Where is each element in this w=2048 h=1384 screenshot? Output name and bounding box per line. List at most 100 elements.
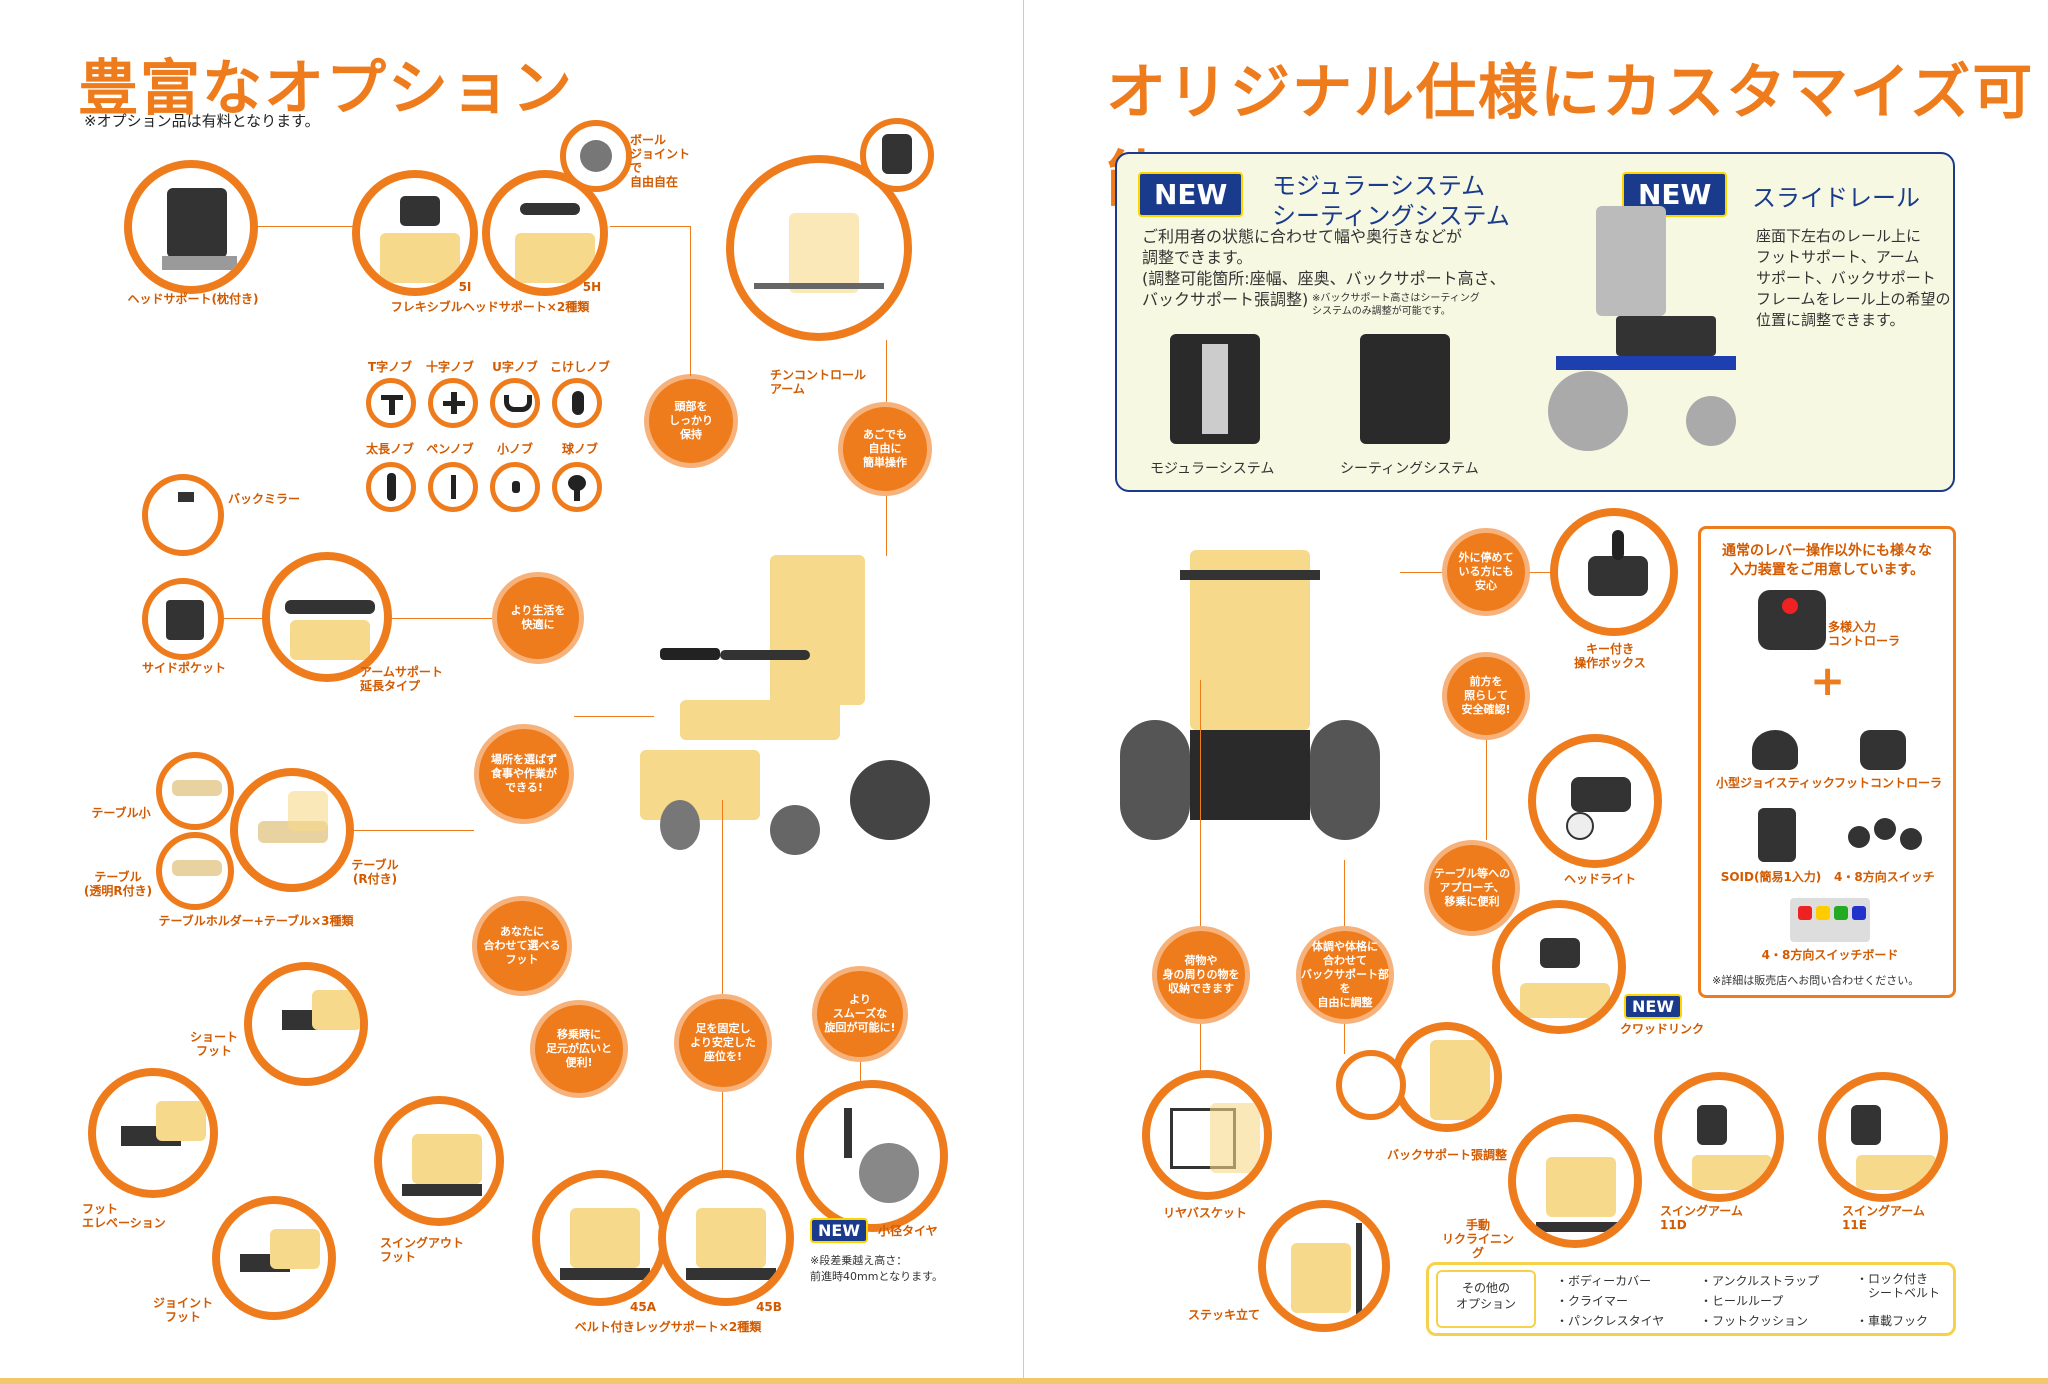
modular-heading-a: モジュラーシステム — [1272, 172, 1486, 200]
main-wheelchair-image — [600, 540, 940, 880]
other-option-item-3: ・パンクレスタイヤ — [1556, 1314, 1665, 1328]
ball-joint-image — [560, 120, 632, 192]
modular-note: ※バックサポート高さはシーティング システムのみ調整が可能です。 — [1312, 293, 1480, 317]
other-option-item-5: ・ヒールループ — [1700, 1294, 1784, 1308]
chin-arm-label: チンコントロール アーム — [770, 368, 867, 396]
bubble-smooth: より スムーズな 旋回が可能に! — [812, 966, 908, 1062]
chin-joystick-image — [860, 118, 934, 192]
modular-desc: ご利用者の状態に合わせて幅や奥行きなどが 調整できます。 (調整可能箇所:座幅、… — [1142, 227, 1506, 309]
rear-basket-image — [1142, 1070, 1272, 1200]
quad-link-image — [1492, 900, 1626, 1034]
knob-label-u: U字ノブ — [492, 360, 538, 374]
foot-elevation-image — [88, 1068, 218, 1198]
other-option-item-1: ・ボディーカバー — [1556, 1274, 1652, 1288]
bubble-chin: あごでも 自由に 簡単操作 — [838, 402, 932, 496]
knob-label-pen: ペンノブ — [426, 442, 474, 456]
option-note: ※オプション品は有料となります。 — [84, 112, 320, 130]
other-option-item-4: ・アンクルストラップ — [1700, 1274, 1820, 1288]
other-options-label-bg — [1436, 1270, 1536, 1328]
bubble-fix: 足を固定し より安定した 座位を! — [674, 994, 772, 1092]
knob-label-long: 太長ノブ — [365, 442, 414, 456]
swing-arm-11d-image — [1654, 1072, 1784, 1202]
multi-controller-image — [1758, 590, 1826, 650]
table-clear-image — [156, 832, 234, 910]
knob-t-icon — [366, 378, 416, 428]
modular-new-badge: NEW — [1138, 172, 1244, 217]
back-tension-strap-image — [1336, 1050, 1406, 1120]
input-detail-note: ※詳細は販売店へお問い合わせください。 — [1712, 974, 1920, 987]
head-support-image — [124, 160, 258, 294]
side-pocket-label: サイドポケット — [141, 661, 226, 675]
seating-system-image — [1330, 324, 1486, 454]
bubble-light: 前方を 照らして 安全確認! — [1442, 652, 1530, 740]
small-tire-image — [796, 1080, 948, 1232]
switchboard-image — [1790, 898, 1870, 942]
swing-arm-11d-label: スイングアーム 11D — [1660, 1204, 1743, 1232]
seating-caption: シーティングシステム — [1340, 461, 1479, 477]
back-tension-label: バックサポート張調整 — [1386, 1148, 1507, 1162]
knob-u-icon — [490, 378, 540, 428]
back-mirror-label: バックミラー — [228, 492, 301, 506]
other-option-item-8: ・車載フック — [1856, 1314, 1929, 1328]
input-device-heading: 通常のレバー操作以外にも様々な 入力装置をご用意しています。 — [1722, 543, 1932, 578]
joint-foot-image — [212, 1196, 336, 1320]
model-5i-label: 5I — [458, 280, 472, 294]
knob-label-kokeshi: こけしノブ — [549, 360, 610, 374]
table-small-label: テーブル小 — [91, 806, 151, 820]
switch48-image — [1848, 818, 1928, 858]
swing-arm-11e-label: スイングアーム 11E — [1842, 1204, 1925, 1232]
other-option-item-2: ・クライマー — [1556, 1294, 1629, 1308]
small-joystick-label: 小型ジョイスティック — [1716, 776, 1835, 790]
small-joystick-image — [1752, 730, 1798, 770]
page-divider — [1023, 0, 1024, 1384]
table-r-label: テーブル (R付き) — [351, 858, 399, 886]
head-support-label: ヘッドサポート(枕付き) — [127, 292, 259, 306]
manual-recline-label: 手動 リクライニング — [1441, 1218, 1514, 1260]
side-pocket-image — [142, 578, 224, 660]
rear-basket-label: リヤバスケット — [1163, 1206, 1247, 1220]
knob-long-icon — [366, 462, 416, 512]
knob-kokeshi-icon — [552, 378, 602, 428]
table-holder-label: テーブルホルダー+テーブル×3種類 — [158, 914, 354, 928]
key-box-image — [1550, 508, 1678, 636]
soid-image — [1758, 808, 1796, 862]
knob-label-cross: 十字ノブ — [425, 360, 474, 374]
step-note: ※段差乗越え高さ： 前進時40mmとなります。 — [810, 1254, 943, 1283]
swing-out-label: スイングアウト フット — [380, 1236, 465, 1264]
arm-support-image — [262, 552, 392, 682]
modular-heading-b: シーティングシステム — [1272, 202, 1510, 230]
manual-recline-image — [1508, 1114, 1642, 1248]
knob-label-ball: 球ノブ — [561, 442, 598, 456]
other-option-item-6: ・フットクッション — [1700, 1314, 1809, 1328]
plus-icon: + — [1810, 656, 1846, 705]
bubble-table: 場所を選ばず 食事や作業が できる! — [474, 724, 574, 824]
swing-out-image — [374, 1096, 504, 1226]
quad-link-label: クワッドリンク — [1620, 1022, 1705, 1036]
input-device-box — [1698, 526, 1956, 998]
multi-controller-label: 多様入力 コントローラ — [1828, 620, 1901, 648]
bottom-rule — [0, 1378, 2048, 1384]
soid-label: SOID(簡易1入力) — [1720, 870, 1822, 884]
quad-link-new-badge: NEW — [1624, 994, 1682, 1019]
swing-arm-11e-image — [1818, 1072, 1948, 1202]
belt-leg-45b-image — [658, 1170, 794, 1306]
table-r-image — [230, 768, 354, 892]
model-5h-label: 5H — [582, 280, 602, 294]
back-mirror-image — [142, 474, 224, 556]
knob-label-small: 小ノブ — [496, 442, 533, 456]
bubble-stop: 外に停めて いる方にも 安心 — [1442, 528, 1530, 616]
belt-leg-label: ベルト付きレッグサポート×2種類 — [574, 1320, 762, 1334]
knob-ball-icon — [552, 462, 602, 512]
bubble-body: 体調や体格に 合わせて バックサポート部を 自由に調整 — [1296, 926, 1394, 1024]
headlight-image — [1528, 734, 1662, 868]
bubble-foot: あなたに 合わせて選べる フット — [472, 896, 572, 996]
short-foot-label: ショート フット — [189, 1030, 238, 1058]
table-small-image — [156, 752, 234, 830]
flex-head-label: フレキシブルヘッドサポート×2種類 — [390, 300, 590, 314]
arm-support-label: アームサポート 延長タイプ — [360, 665, 443, 693]
bubble-transfer: 移乗時に 足元が広いと 便利! — [530, 1000, 628, 1098]
key-box-label: キー付き 操作ボックス — [1574, 642, 1646, 670]
flex-head-5i-image — [352, 170, 478, 296]
ball-joint-label: ボール ジョイントで 自由自在 — [630, 133, 691, 189]
knob-label-t: T字ノブ — [367, 360, 413, 374]
